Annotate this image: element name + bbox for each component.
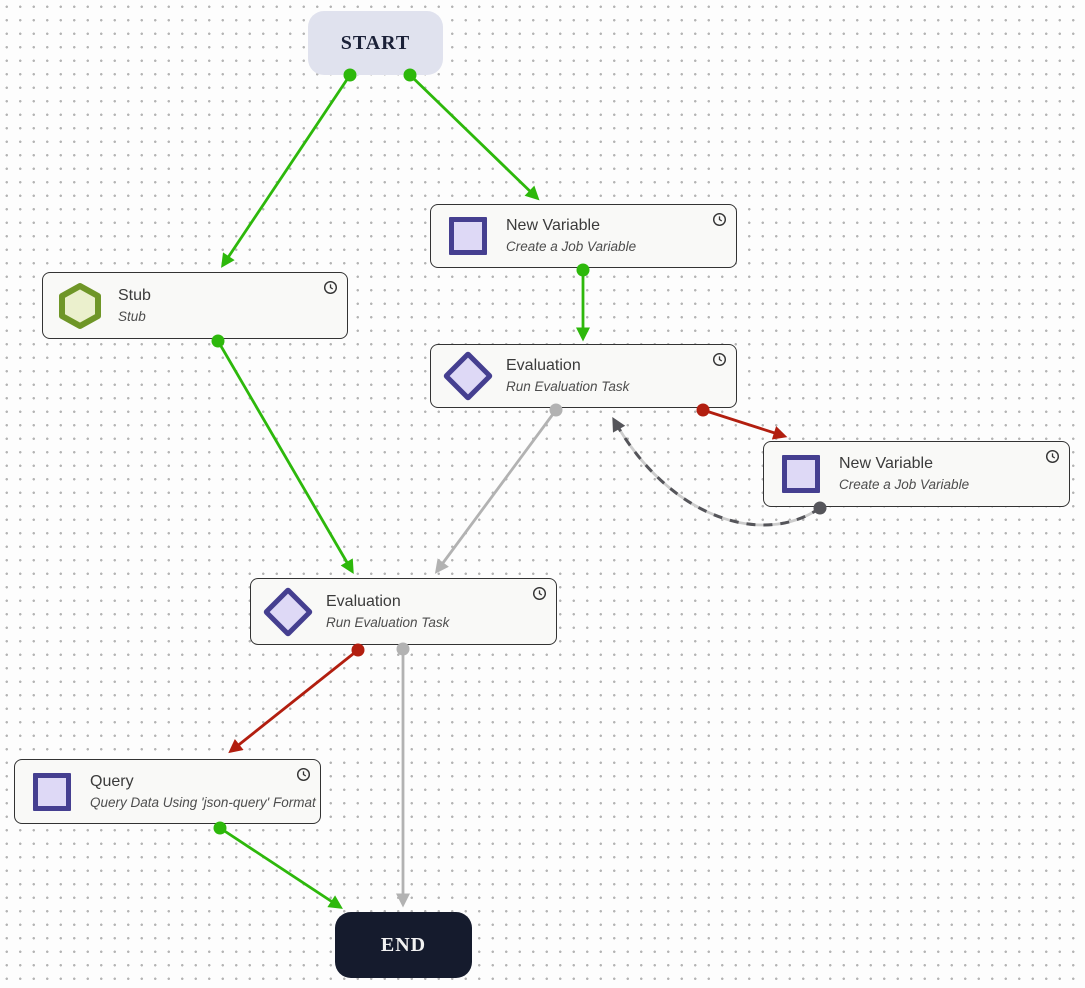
variable-square-icon	[449, 217, 487, 255]
node-text: Evaluation Run Evaluation Task	[506, 356, 629, 395]
edge-start-to-new-variable-1[interactable]	[409, 73, 540, 201]
clock-icon	[532, 586, 547, 601]
node-evaluation-2[interactable]: Evaluation Run Evaluation Task	[250, 578, 557, 645]
end-label: END	[380, 933, 427, 956]
end-node[interactable]: END	[335, 912, 472, 978]
node-text: Query Query Data Using 'json-query' Form…	[90, 772, 316, 811]
edge-start-to-stub[interactable]	[221, 74, 352, 268]
node-text: Stub Stub	[118, 286, 151, 325]
node-title: Evaluation	[326, 592, 401, 610]
connector-dot-start-to-new-variable-1[interactable]	[403, 68, 417, 82]
connector-dot-evaluation-2-to-end[interactable]	[396, 642, 410, 656]
node-title: Evaluation	[506, 357, 581, 375]
node-title: Query	[90, 772, 134, 790]
icon-box	[442, 350, 494, 402]
evaluation-diamond-icon	[442, 350, 494, 402]
clock-icon	[296, 767, 311, 782]
evaluation-diamond-icon	[262, 586, 314, 637]
node-text: New Variable Create a Job Variable	[506, 216, 636, 255]
node-query[interactable]: Query Query Data Using 'json-query' Form…	[14, 759, 321, 824]
connector-dot-new-variable-2-to-evaluation-1[interactable]	[813, 501, 827, 515]
node-title: New Variable	[839, 455, 933, 473]
clock-icon	[712, 352, 727, 367]
node-subtitle: Create a Job Variable	[839, 477, 970, 493]
node-subtitle: Query Data Using 'json-query' Format	[90, 794, 316, 810]
node-text: New Variable Create a Job Variable	[839, 454, 969, 493]
connector-dot-evaluation-1-to-new-variable-2[interactable]	[696, 403, 710, 417]
node-text: Evaluation Run Evaluation Task	[326, 592, 449, 631]
icon-box	[29, 772, 75, 811]
edge-evaluation-1-to-evaluation-2[interactable]	[434, 409, 558, 574]
edge-query-to-end[interactable]	[219, 826, 343, 909]
start-node[interactable]: START	[308, 11, 443, 75]
node-subtitle: Stub	[118, 308, 146, 324]
connector-dot-evaluation-1-to-evaluation-2[interactable]	[549, 403, 563, 417]
node-new-variable-1[interactable]: New Variable Create a Job Variable	[430, 204, 737, 268]
icon-box	[262, 586, 314, 637]
edge-evaluation-2-to-query[interactable]	[228, 648, 359, 754]
icon-box	[445, 217, 491, 255]
node-evaluation-1[interactable]: Evaluation Run Evaluation Task	[430, 344, 737, 408]
node-new-variable-2[interactable]: New Variable Create a Job Variable	[763, 441, 1070, 507]
node-subtitle: Run Evaluation Task	[326, 614, 450, 630]
connector-dot-evaluation-2-to-query[interactable]	[351, 643, 365, 657]
icon-box	[778, 455, 824, 493]
start-label: START	[340, 31, 411, 54]
clock-icon	[712, 212, 727, 227]
query-square-icon	[33, 772, 71, 811]
edge-new-variable-2-to-evaluation-1[interactable]	[612, 416, 821, 527]
node-subtitle: Create a Job Variable	[506, 239, 637, 255]
connector-dot-query-to-end[interactable]	[213, 821, 227, 835]
clock-icon	[1045, 449, 1060, 464]
node-subtitle: Run Evaluation Task	[506, 379, 630, 395]
clock-icon	[323, 280, 338, 295]
connector-dot-start-to-stub[interactable]	[343, 68, 357, 82]
stub-hexagon-icon	[59, 282, 101, 329]
node-title: Stub	[118, 286, 151, 304]
node-stub[interactable]: Stub Stub	[42, 272, 348, 339]
variable-square-icon	[782, 455, 820, 493]
edge-evaluation-1-to-new-variable-2[interactable]	[702, 408, 788, 440]
connector-dot-stub-to-evaluation-2[interactable]	[211, 334, 225, 348]
node-title: New Variable	[506, 217, 600, 235]
connector-dot-new-variable-1-to-evaluation-1[interactable]	[576, 263, 590, 277]
edge-stub-to-evaluation-2[interactable]	[216, 340, 354, 575]
icon-box	[57, 282, 103, 330]
